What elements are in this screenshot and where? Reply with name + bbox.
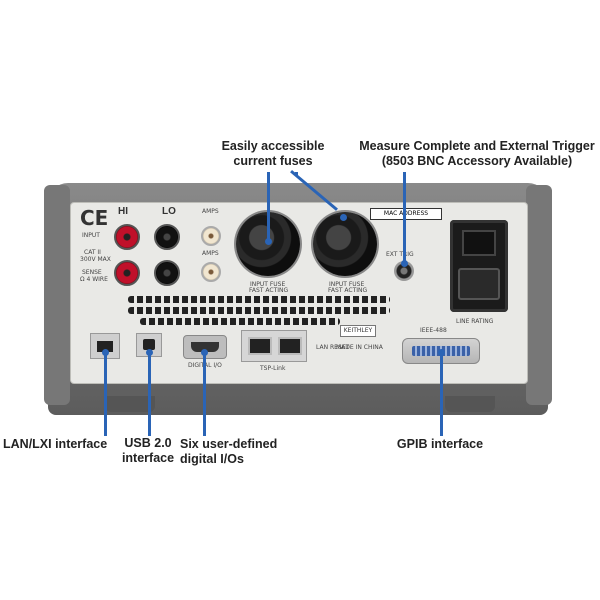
trigger-callout-line-2: (8503 BNC Accessory Available) <box>381 154 573 168</box>
dio-leader-dot <box>201 349 208 356</box>
fuse-leader-joint <box>295 172 298 175</box>
fuses-callout-line-1: Easily accessible <box>221 139 325 153</box>
gpib-leader-dot <box>438 349 445 356</box>
lan-callout: LAN/LXI interface <box>3 437 108 451</box>
input-lo-jack[interactable] <box>154 224 180 250</box>
tsp-link-port-2[interactable] <box>278 337 302 355</box>
usb-callout: USB 2.0 interface <box>113 436 183 466</box>
lan-leader-dot <box>102 349 109 356</box>
fuse-leader-left <box>267 172 270 242</box>
usb-callout-line-1: USB 2.0 <box>124 436 172 450</box>
sense-label: SENSE <box>82 269 102 276</box>
vent-row-3 <box>140 318 340 325</box>
right-foot <box>445 396 495 412</box>
dio-leader <box>203 352 206 436</box>
amps-jack-top[interactable] <box>201 226 221 246</box>
sense-lo-jack[interactable] <box>154 260 180 286</box>
current-fuse-holder-right[interactable] <box>313 212 377 276</box>
lan-reset-label: LAN RESET <box>316 344 350 351</box>
gpib-leader <box>440 352 443 436</box>
hi-label: HI <box>118 206 128 217</box>
trigger-callout: Measure Complete and External Trigger (8… <box>358 139 596 169</box>
fuses-callout: Easily accessible current fuses <box>208 139 338 169</box>
fuse-leader-left-dot <box>265 238 272 245</box>
input-hi-jack[interactable] <box>114 224 140 250</box>
max-voltage-label: 300V MAX <box>80 256 111 263</box>
gpib-callout: GPIB interface <box>396 437 484 451</box>
cat-label: CAT II <box>84 249 101 256</box>
trigger-leader <box>403 172 406 264</box>
tsp-link-label: TSP-Link <box>260 365 286 372</box>
amps-label-top: AMPS <box>202 208 219 215</box>
ac-power-socket[interactable] <box>458 268 500 300</box>
input-label: INPUT <box>82 232 100 239</box>
lan-leader <box>104 352 107 436</box>
usb-leader <box>148 352 151 436</box>
right-bumper <box>526 185 552 405</box>
vent-row-1 <box>128 296 390 303</box>
input-fuse-label-left: INPUT FUSE <box>250 281 286 288</box>
ext-trig-label: EXT TRIG <box>386 251 414 258</box>
external-trigger-connector[interactable] <box>394 261 414 281</box>
dio-callout-line-1: Six user-defined <box>180 437 278 451</box>
usb-callout-line-2: interface <box>121 451 175 465</box>
left-bumper <box>44 185 70 405</box>
trigger-leader-dot <box>401 260 408 267</box>
dio-callout: Six user-defined digital I/Os <box>180 437 277 467</box>
amps-label-bottom: AMPS <box>202 250 219 257</box>
sense-hi-jack[interactable] <box>114 260 140 286</box>
fast-acting-label-left: FAST ACTING <box>249 287 289 294</box>
amps-jack-bottom[interactable] <box>201 262 221 282</box>
trigger-callout-line-1: Measure Complete and External Trigger <box>359 139 595 153</box>
keithley-logo: KEITHLEY <box>340 325 376 337</box>
usb-leader-dot <box>146 349 153 356</box>
lo-label: LO <box>162 206 176 217</box>
dio-callout-line-2: digital I/Os <box>180 452 244 466</box>
fast-acting-label-right: FAST ACTING <box>328 287 368 294</box>
line-rating-label: LINE RATING <box>456 318 494 325</box>
four-wire-label: Ω 4 WIRE <box>80 276 108 283</box>
left-foot <box>105 396 155 412</box>
ce-mark: CE <box>80 206 109 230</box>
vent-row-2 <box>128 307 390 314</box>
made-in-label: MADE IN CHINA <box>336 344 383 351</box>
tsp-link-port-1[interactable] <box>248 337 272 355</box>
ieee-488-label: IEEE-488 <box>420 327 447 334</box>
fuse-leader-right-dot <box>340 214 347 221</box>
input-fuse-label-right: INPUT FUSE <box>329 281 365 288</box>
line-fuse-drawer[interactable] <box>462 230 496 256</box>
fuses-callout-line-2: current fuses <box>233 154 313 168</box>
tsp-link-ports <box>241 330 307 362</box>
mac-address-label: MAC ADDRESS <box>370 208 442 220</box>
